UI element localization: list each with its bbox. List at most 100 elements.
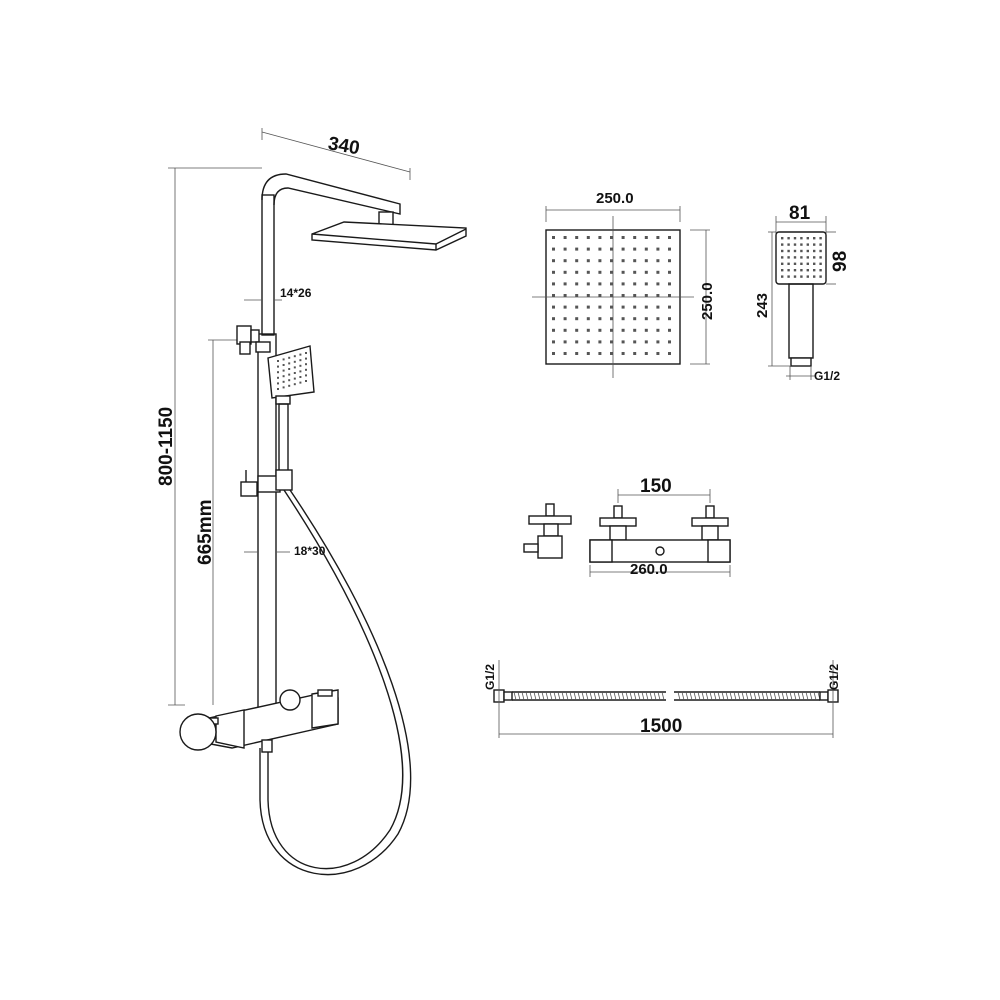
hose-coil	[709, 691, 713, 701]
nozzle-dot	[305, 352, 307, 354]
nozzle-dot	[813, 269, 816, 272]
nozzle-dot	[305, 357, 307, 360]
hose-coil	[545, 691, 549, 701]
nozzle-dot	[586, 247, 590, 251]
handset-thread-label: G1/2	[814, 369, 840, 383]
nozzle-dot	[793, 262, 797, 265]
hose-coil	[765, 691, 769, 701]
nozzle-dot	[598, 259, 602, 263]
nozzle-dot	[668, 247, 671, 251]
hose-coil	[661, 691, 665, 701]
hose-coil	[625, 691, 629, 701]
nozzle-dot	[563, 352, 567, 355]
nozzle-dot	[633, 282, 637, 286]
nozzle-dot	[299, 376, 302, 378]
nozzle-dot	[819, 262, 822, 265]
nozzle-dot	[610, 294, 613, 297]
nozzle-dot	[288, 368, 291, 370]
hose-coil	[805, 691, 809, 701]
hose-coil	[633, 691, 637, 701]
nozzle-dot	[305, 368, 307, 371]
nozzle-dot	[633, 305, 637, 309]
nozzle-dot	[288, 362, 291, 365]
hose-coil	[785, 691, 789, 701]
nozzle-dot	[644, 270, 648, 274]
nozzle-dot	[806, 275, 809, 278]
nozzle-dot	[793, 269, 797, 272]
nozzle-dot	[633, 340, 637, 344]
nozzle-dot	[656, 259, 660, 263]
nozzle-dot	[552, 294, 555, 297]
hose-coil	[617, 691, 621, 701]
nozzle-dot	[288, 356, 291, 359]
nozzle-dot	[610, 317, 613, 321]
hose-coil	[725, 691, 729, 701]
nozzle-dot	[299, 353, 302, 356]
nozzle-dot	[610, 259, 613, 263]
nozzle-dot	[552, 328, 555, 332]
nozzle-dot	[598, 236, 602, 239]
nozzle-dot	[563, 282, 567, 286]
hose-coil	[797, 691, 801, 701]
rail-length-label: 665mm	[195, 500, 216, 566]
nozzle-dot	[610, 236, 613, 239]
nozzle-dot	[305, 380, 307, 382]
nozzle-dot	[813, 243, 816, 246]
nozzle-dot	[793, 256, 797, 259]
nozzle-dot	[644, 317, 648, 321]
nozzle-dot	[586, 340, 590, 344]
nozzle-dot	[563, 294, 567, 297]
handset-length-label: 243	[754, 293, 771, 318]
hose-coil	[525, 691, 529, 701]
valve-side-view	[523, 503, 572, 559]
nozzle-dot	[598, 294, 602, 297]
nozzle-dot	[813, 275, 816, 278]
nozzle-dot	[277, 376, 279, 379]
hose-coil	[573, 691, 577, 701]
nozzle-dot	[277, 388, 279, 390]
hose-coil	[801, 691, 805, 701]
nozzle-dot	[299, 364, 302, 367]
nozzle-dot	[644, 305, 648, 309]
nozzle-dot	[656, 282, 660, 286]
nozzle-dot	[668, 317, 671, 321]
nozzle-dot	[598, 340, 602, 344]
hose-coil	[641, 691, 645, 701]
nozzle-dot	[813, 249, 816, 253]
overhead-head-top-view	[532, 206, 710, 378]
nozzle-dot	[633, 317, 637, 321]
hose-coil	[645, 691, 649, 701]
nozzle-dot	[819, 269, 822, 272]
nozzle-dot	[668, 340, 671, 344]
nozzle-dot	[621, 282, 625, 286]
hose-coil	[681, 691, 685, 701]
nozzle-dot	[793, 243, 797, 246]
nozzle-dot	[656, 317, 660, 321]
nozzle-dot	[293, 366, 296, 369]
nozzle-dot	[563, 236, 567, 239]
riser-large-label: 18*30	[294, 544, 326, 558]
nozzle-dot	[787, 249, 790, 253]
nozzle-dot	[793, 237, 797, 240]
nozzle-dot	[293, 383, 296, 386]
nozzle-dot	[781, 269, 784, 272]
head-width-label: 250.0	[596, 190, 634, 207]
nozzle-dot	[563, 270, 567, 274]
nozzle-dot	[610, 282, 613, 286]
nozzle-dot	[563, 259, 567, 263]
hose-coil	[705, 691, 709, 701]
hose-coil	[601, 691, 605, 701]
nozzle-dot	[819, 249, 822, 253]
nozzle-dot	[793, 275, 797, 278]
nozzle-dot	[282, 364, 285, 366]
nozzle-dot	[800, 262, 803, 265]
hose-view	[493, 660, 839, 738]
nozzle-dot	[621, 236, 625, 239]
nozzle-dot	[793, 249, 797, 253]
nozzle-dot	[305, 363, 307, 366]
nozzle-dot	[598, 247, 602, 251]
hose-coil	[753, 691, 757, 701]
nozzle-dot	[644, 340, 648, 344]
nozzle-dot	[668, 328, 671, 332]
nozzle-dot	[656, 340, 660, 344]
